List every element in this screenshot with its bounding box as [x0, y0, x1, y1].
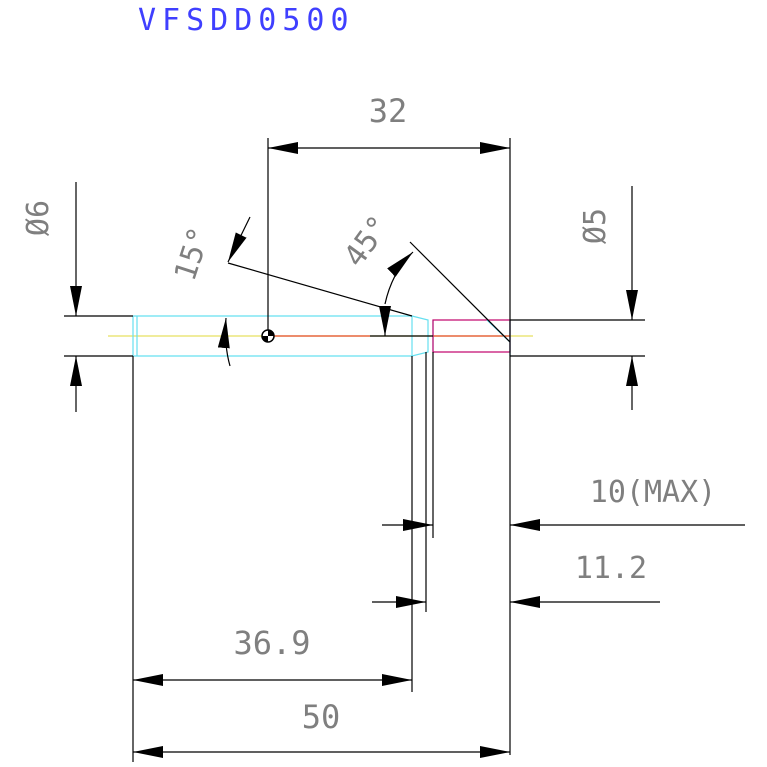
dimension-11-2-label: 11.2	[575, 551, 647, 586]
dimension-32-label: 32	[369, 92, 408, 130]
dimension-36-9	[132, 356, 413, 762]
dimension-10max	[382, 352, 745, 538]
dimension-dia5-label: Ø5	[578, 208, 613, 244]
dimension-dia5	[510, 186, 645, 410]
taper-outline	[411, 315, 429, 357]
dimension-45deg	[370, 241, 511, 343]
dimension-dia6-label: Ø6	[21, 200, 56, 236]
dimension-45deg-label: 45°	[337, 209, 397, 273]
dimension-32	[267, 138, 511, 755]
dimension-15deg-label: 15°	[168, 223, 218, 285]
dimension-36-9-label: 36.9	[233, 624, 310, 662]
dimension-dia6	[64, 182, 133, 412]
dimension-50-label: 50	[302, 698, 341, 736]
datum-symbol	[261, 329, 275, 343]
dimension-11-2	[372, 352, 660, 612]
drawing-title: VFSDD0500	[138, 3, 355, 38]
dimension-10max-label: 10(MAX)	[590, 475, 716, 510]
pin-body	[108, 315, 533, 357]
